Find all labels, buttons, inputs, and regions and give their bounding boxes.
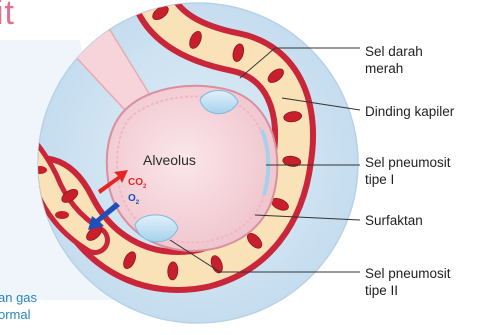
- label-surfaktan: Surfaktan: [365, 212, 423, 229]
- label-sel-pneumosit-tipe-2: Sel pneumosittipe II: [365, 265, 451, 299]
- cropped-title: it: [0, 0, 15, 33]
- label-dinding-kapiler: Dinding kapiler: [365, 103, 454, 120]
- co2-label: CO2: [128, 177, 146, 190]
- alveolus-sac: [107, 86, 278, 251]
- o2-label: O2: [128, 193, 139, 206]
- label-sel-darah-merah: Sel darahmerah: [365, 43, 423, 77]
- cropped-caption: an gas ormal: [0, 289, 37, 323]
- label-sel-pneumosit-tipe-1: Sel pneumosittipe I: [365, 154, 451, 188]
- red-blood-cell: [55, 211, 69, 219]
- alveolus-label: Alveolus: [143, 152, 196, 168]
